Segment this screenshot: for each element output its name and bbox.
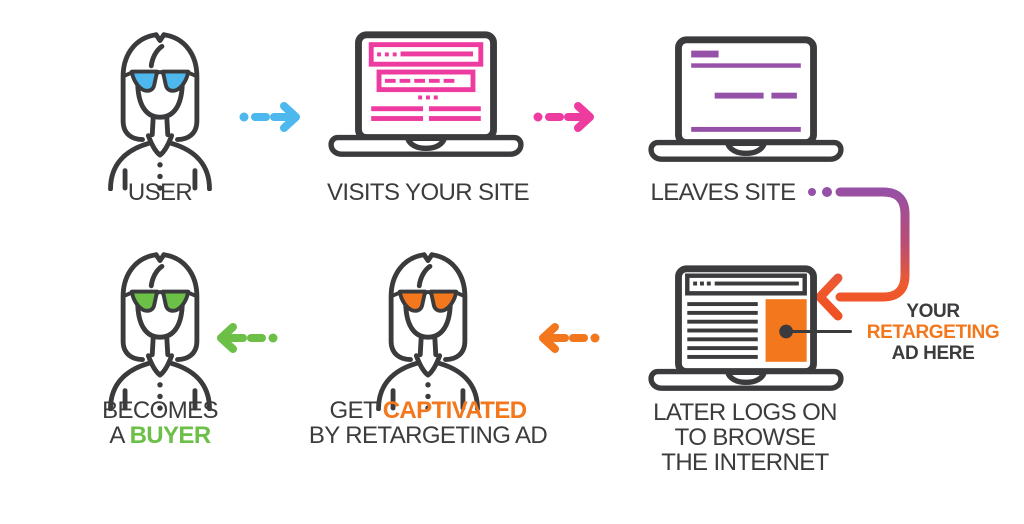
ad-callout-pointer-line [786, 330, 852, 333]
dotted-arrow-left-orange-icon [539, 323, 600, 353]
label-buyer-highlight: BUYER [129, 422, 212, 449]
laptop-pink-webpage-icon [328, 31, 524, 157]
label-later-logs-on: LATER LOGS ON TO BROWSE THE INTERNET [653, 399, 837, 476]
label-captivated-highlight: CAPTIVATED [382, 397, 527, 424]
label-get-captivated: GET CAPTIVATED BY RETARGETING AD [308, 397, 548, 449]
woman-blue-sunglasses-icon [108, 32, 212, 191]
label-leaves-site: LEAVES SITE [650, 179, 796, 206]
woman-orange-sunglasses-icon [376, 252, 480, 411]
dotted-arrow-left-green-icon [217, 323, 278, 353]
label-visits-your-site: VISITS YOUR SITE [326, 179, 530, 206]
dotted-arrow-right-pink-icon [533, 102, 594, 132]
label-user: USER [127, 179, 193, 206]
laptop-retargeting-ad-icon [648, 265, 844, 391]
sunglasses-blue [129, 69, 191, 93]
woman-green-sunglasses-icon [108, 252, 212, 411]
laptop-purple-webpage-icon [648, 36, 844, 162]
label-retargeting-highlight: RETARGETING [866, 322, 1000, 343]
label-becomes: BECOMES A BUYER [102, 397, 218, 449]
dotted-arrow-right-blue-icon [239, 102, 300, 132]
sunglasses-orange [397, 289, 459, 313]
label-ad-callout: YOUR RETARGETING AD HERE [866, 301, 1000, 364]
sunglasses-green [129, 289, 191, 313]
curved-gradient-arrow-icon [808, 187, 910, 321]
